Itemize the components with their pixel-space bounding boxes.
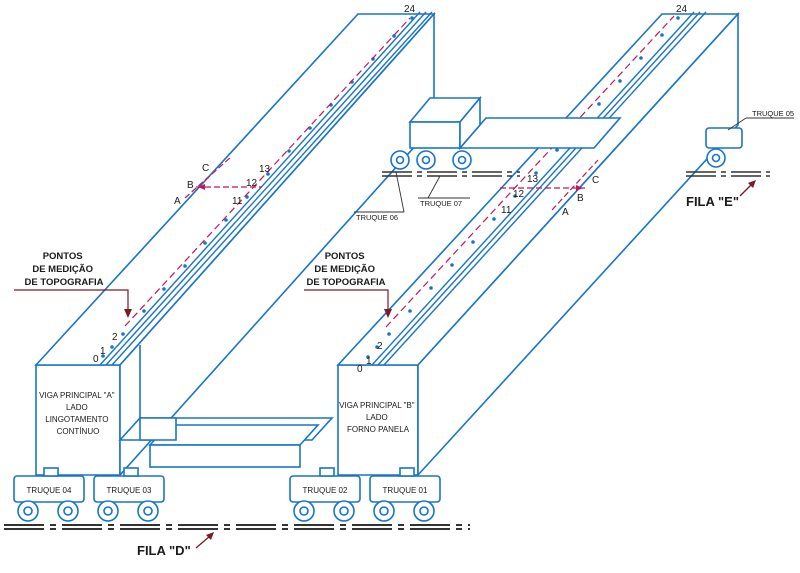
rail-fila-e bbox=[382, 171, 770, 177]
beam-b-measure-line bbox=[385, 15, 675, 328]
callout-truque-05: TRUQUE 05 bbox=[727, 109, 794, 131]
truck-06 bbox=[390, 150, 410, 170]
label-fila-d: FILA "D" bbox=[137, 532, 214, 558]
beam-b-point-24: 24 bbox=[676, 4, 688, 15]
beam-b-point-c: C bbox=[592, 175, 599, 186]
beam-b-point-b: B bbox=[577, 193, 584, 204]
truck-02-label: TRUQUE 02 bbox=[303, 486, 348, 495]
callout-pontos-a: PONTOS DE MEDIÇÃO DE TOPOGRAFIA bbox=[14, 251, 132, 318]
viga-b-label: VIGA PRINCIPAL "B" LADO FORNO PANELA bbox=[339, 401, 417, 434]
callout-truque-06: TRUQUE 06 bbox=[354, 171, 405, 222]
beam-b-point-a: A bbox=[562, 207, 569, 218]
svg-text:FILA "D": FILA "D" bbox=[137, 543, 191, 558]
beam-b-point-11: 11 bbox=[501, 205, 512, 216]
beam-a-point-24: 24 bbox=[404, 4, 416, 15]
truck-03-label: TRUQUE 03 bbox=[107, 486, 152, 495]
callout-truque-07: TRUQUE 07 bbox=[418, 175, 470, 208]
truck-02: TRUQUE 02 bbox=[289, 467, 361, 522]
rail-fila-d bbox=[4, 524, 470, 530]
truck-05 bbox=[705, 127, 743, 168]
label-fila-e: FILA "E" bbox=[686, 180, 756, 209]
beam-a-point-1: 1 bbox=[100, 346, 106, 357]
truck-04-label: TRUQUE 04 bbox=[27, 486, 72, 495]
viga-a-label: VIGA PRINCIPAL "A" LADO LINGOTAMENTO CON… bbox=[39, 391, 117, 436]
beam-a-point-13: 13 bbox=[259, 164, 271, 175]
beam-b: A B C 0 1 2 11 12 13 24 VIGA PRINCIPAL "… bbox=[336, 4, 740, 478]
beam-a-point-c: C bbox=[202, 163, 209, 174]
truck-04: TRUQUE 04 bbox=[13, 467, 85, 522]
front-end-carriage bbox=[118, 417, 334, 468]
beam-b-point-2: 2 bbox=[377, 341, 383, 352]
svg-text:FILA "E": FILA "E" bbox=[686, 194, 739, 209]
beam-b-point-1: 1 bbox=[366, 356, 372, 367]
beam-a-point-12: 12 bbox=[246, 178, 258, 189]
beam-b-measure-points bbox=[366, 16, 680, 359]
beam-a-point-b: B bbox=[187, 180, 194, 191]
beam-a-point-2: 2 bbox=[112, 332, 118, 343]
beam-a-point-0: 0 bbox=[93, 354, 99, 365]
svg-text:TRUQUE 06: TRUQUE 06 bbox=[356, 213, 398, 222]
callout-pontos-b: PONTOS DE MEDIÇÃO DE TOPOGRAFIA bbox=[304, 251, 392, 318]
beam-a-point-11: 11 bbox=[232, 196, 243, 207]
truck-07 bbox=[416, 150, 472, 170]
svg-text:PONTOS DE MEDIÇÃO: PONTOS DE MEDIÇÃO DE TOPOGRAFIA bbox=[25, 251, 104, 288]
beam-a-measure-line bbox=[124, 17, 411, 327]
beam-a-measure-points bbox=[101, 16, 414, 358]
beam-b-point-13: 13 bbox=[527, 174, 539, 185]
truck-01-label: TRUQUE 01 bbox=[383, 486, 428, 495]
beam-a-point-a: A bbox=[174, 196, 181, 207]
rear-end-carriage bbox=[408, 95, 622, 151]
truck-03: TRUQUE 03 bbox=[93, 467, 165, 522]
svg-text:TRUQUE 05: TRUQUE 05 bbox=[752, 109, 794, 118]
svg-text:PONTOS DE MEDIÇÃO: PONTOS DE MEDIÇÃO DE TOPOGRAFIA bbox=[307, 251, 386, 288]
truck-01: TRUQUE 01 bbox=[369, 467, 441, 522]
svg-text:TRUQUE 07: TRUQUE 07 bbox=[420, 199, 462, 208]
beam-b-side-face bbox=[417, 11, 739, 478]
beam-a: A B C 0 1 2 11 12 13 24 VIGA PRINCIPAL "… bbox=[34, 4, 436, 478]
beam-b-point-0: 0 bbox=[357, 364, 363, 375]
beam-b-point-12: 12 bbox=[513, 189, 525, 200]
